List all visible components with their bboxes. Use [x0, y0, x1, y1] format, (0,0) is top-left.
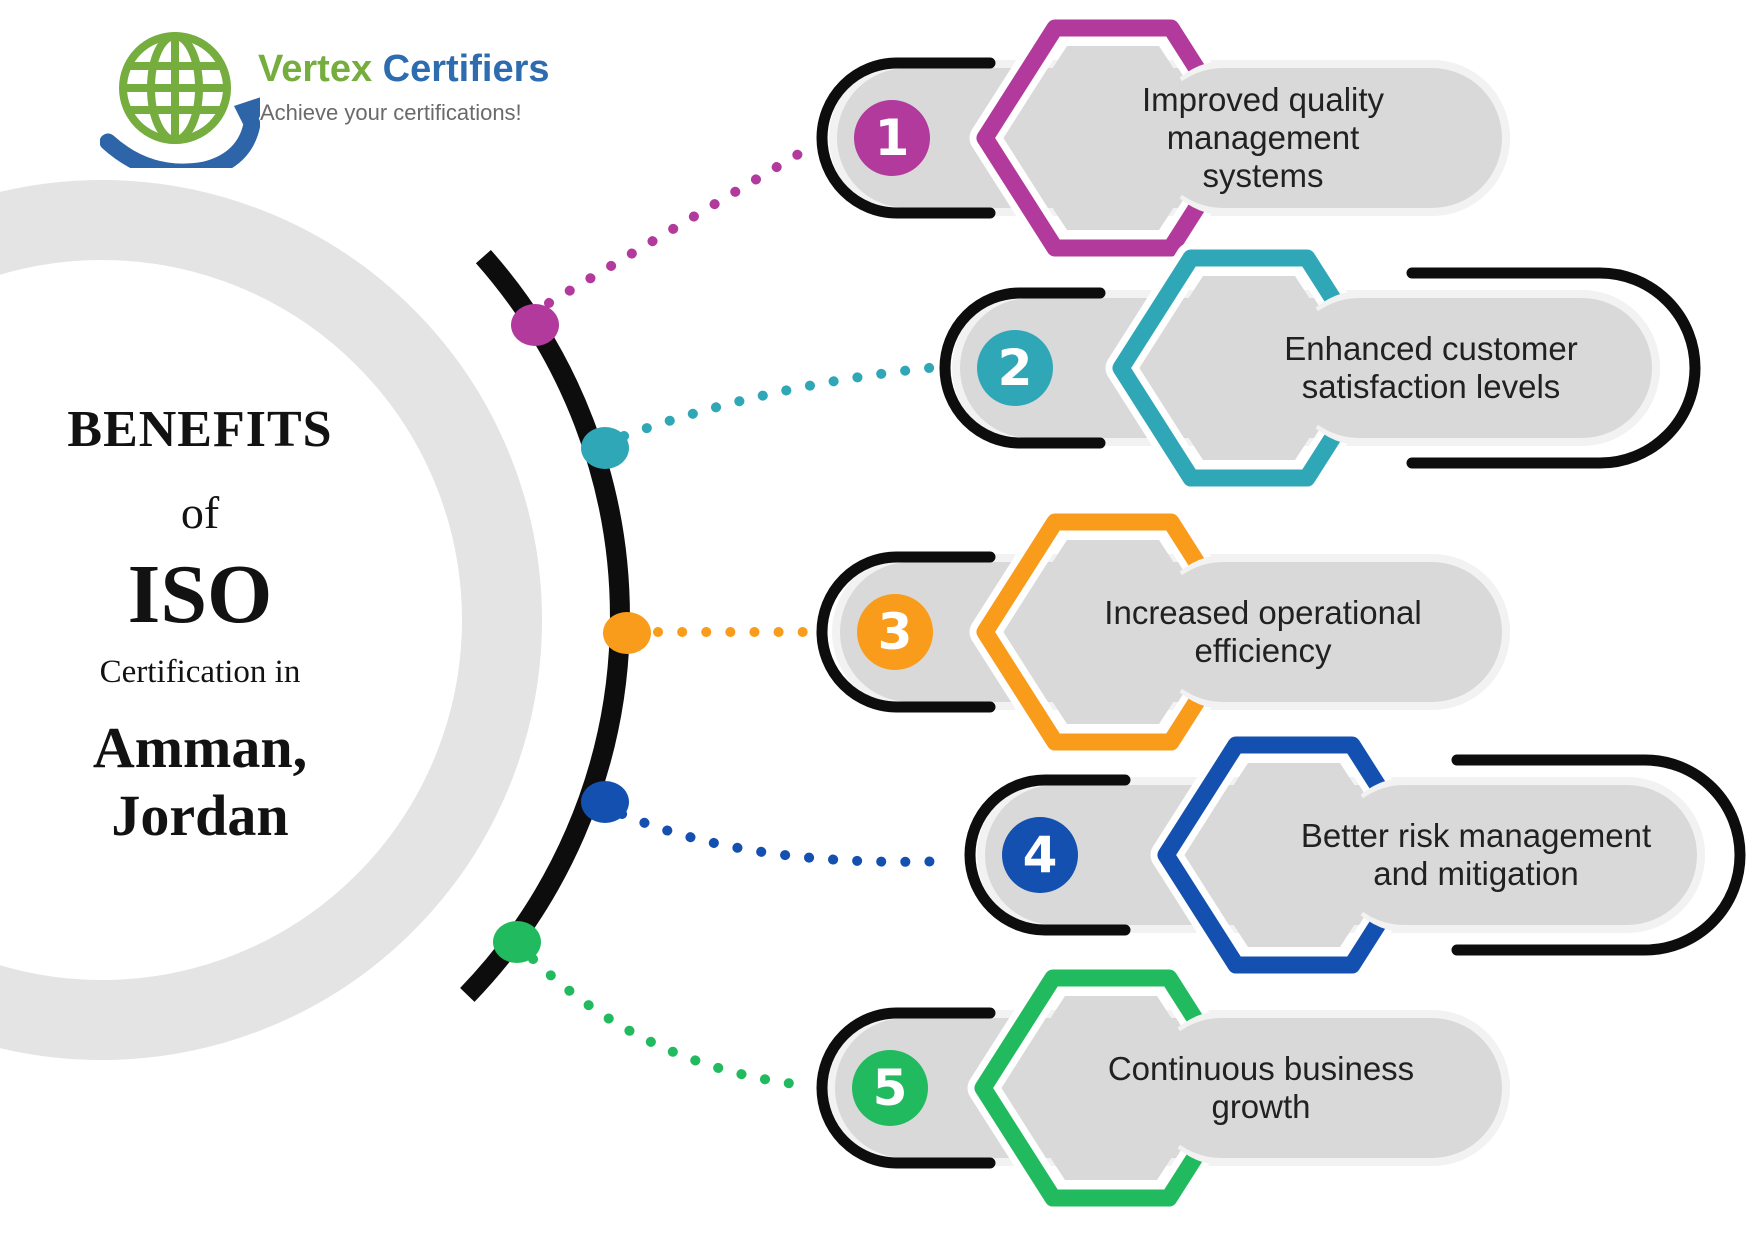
title-benefits: BENEFITS [67, 401, 333, 458]
benefit-4-label: Better risk management and mitigation [1241, 817, 1711, 893]
background-ring [0, 180, 542, 1060]
left-bracket-outline-3 [816, 551, 996, 713]
benefit-5-label: Continuous business growth [1026, 1050, 1496, 1126]
arc-node-dot-1 [511, 304, 559, 346]
hexagon-plate-4 [1188, 763, 1400, 947]
left-bracket-outline-5 [816, 1007, 996, 1169]
right-bracket-outline-4 [1451, 754, 1746, 956]
connector-dotted-line-5 [528, 954, 817, 1091]
benefit-5-number: 5 [872, 1059, 908, 1117]
benefit-1-number: 1 [874, 109, 910, 167]
benefit-4-number: 4 [1022, 826, 1058, 884]
title-iso: ISO [127, 548, 273, 641]
title-amman: Amman, [92, 715, 308, 780]
benefit-3-label: Increased operational efficiency [1028, 594, 1498, 670]
benefit-1-line-3: systems [1202, 157, 1324, 194]
pill-patch-2 [1289, 298, 1652, 438]
brand-name: Vertex Certifiers [258, 48, 550, 91]
number-circle-1 [854, 100, 930, 176]
benefit-2-label: Enhanced customer satisfaction levels [1196, 330, 1666, 406]
hexagon-plate-5 [1005, 996, 1217, 1180]
benefit-1-label: Improved quality management systems [1028, 81, 1498, 195]
hexagon-plate-1 [1007, 46, 1219, 230]
connector-dotted-line-1 [544, 141, 817, 308]
right-bracket-outline-2 [1406, 267, 1701, 469]
benefit-4-line-1: Better risk management [1300, 817, 1652, 854]
benefit-3-line-1: Increased operational [1104, 594, 1422, 631]
arc-node-dot-5 [493, 921, 541, 963]
title-jordan: Jordan [111, 783, 289, 848]
benefit-5-line-2: growth [1211, 1088, 1311, 1125]
pill-patch-4 [1334, 785, 1697, 925]
number-circle-3 [857, 594, 933, 670]
benefit-2-line-1: Enhanced customer [1284, 330, 1578, 367]
benefit-2-number: 2 [997, 339, 1033, 397]
hexagon-plate-2 [1143, 276, 1355, 460]
benefit-2-line-2: satisfaction levels [1301, 368, 1561, 405]
benefit-5-line-1: Continuous business [1107, 1050, 1415, 1087]
hexagon-plate-3 [1007, 540, 1219, 724]
connector-dotted-line-4 [617, 809, 953, 867]
connector-dotted-line-2 [619, 362, 943, 441]
brand-name-secondary: Certifiers [382, 48, 550, 90]
benefit-4-line-2: and mitigation [1373, 855, 1579, 892]
number-circle-2 [977, 330, 1053, 406]
left-bracket-outline-2 [939, 287, 1106, 449]
arc-node-dot-2 [581, 427, 629, 469]
vertex-certifiers-logo: Vertex Certifiers Achieve your certifica… [100, 18, 620, 168]
number-circle-5 [852, 1050, 928, 1126]
arc-node-dot-3 [603, 612, 651, 654]
benefit-1-line-2: management [1166, 119, 1360, 156]
pill-patch-5 [1151, 1018, 1502, 1158]
title-of: of [180, 487, 220, 538]
left-bracket-outline-4 [964, 774, 1131, 936]
pill-patch-3 [1153, 562, 1502, 702]
brand-name-primary: Vertex [258, 48, 373, 90]
pill-patch-1 [1153, 68, 1502, 208]
number-circle-4 [1002, 817, 1078, 893]
benefit-1-line-1: Improved quality [1141, 81, 1385, 118]
globe-arrow-icon [100, 32, 260, 168]
arc-node-dot-4 [581, 781, 629, 823]
left-bracket-outline-1 [816, 57, 996, 219]
title-certification-in: Certification in [99, 654, 301, 690]
brand-tagline: Achieve your certifications! [260, 100, 522, 125]
benefit-3-number: 3 [877, 603, 913, 661]
benefit-3-line-2: efficiency [1194, 632, 1332, 669]
